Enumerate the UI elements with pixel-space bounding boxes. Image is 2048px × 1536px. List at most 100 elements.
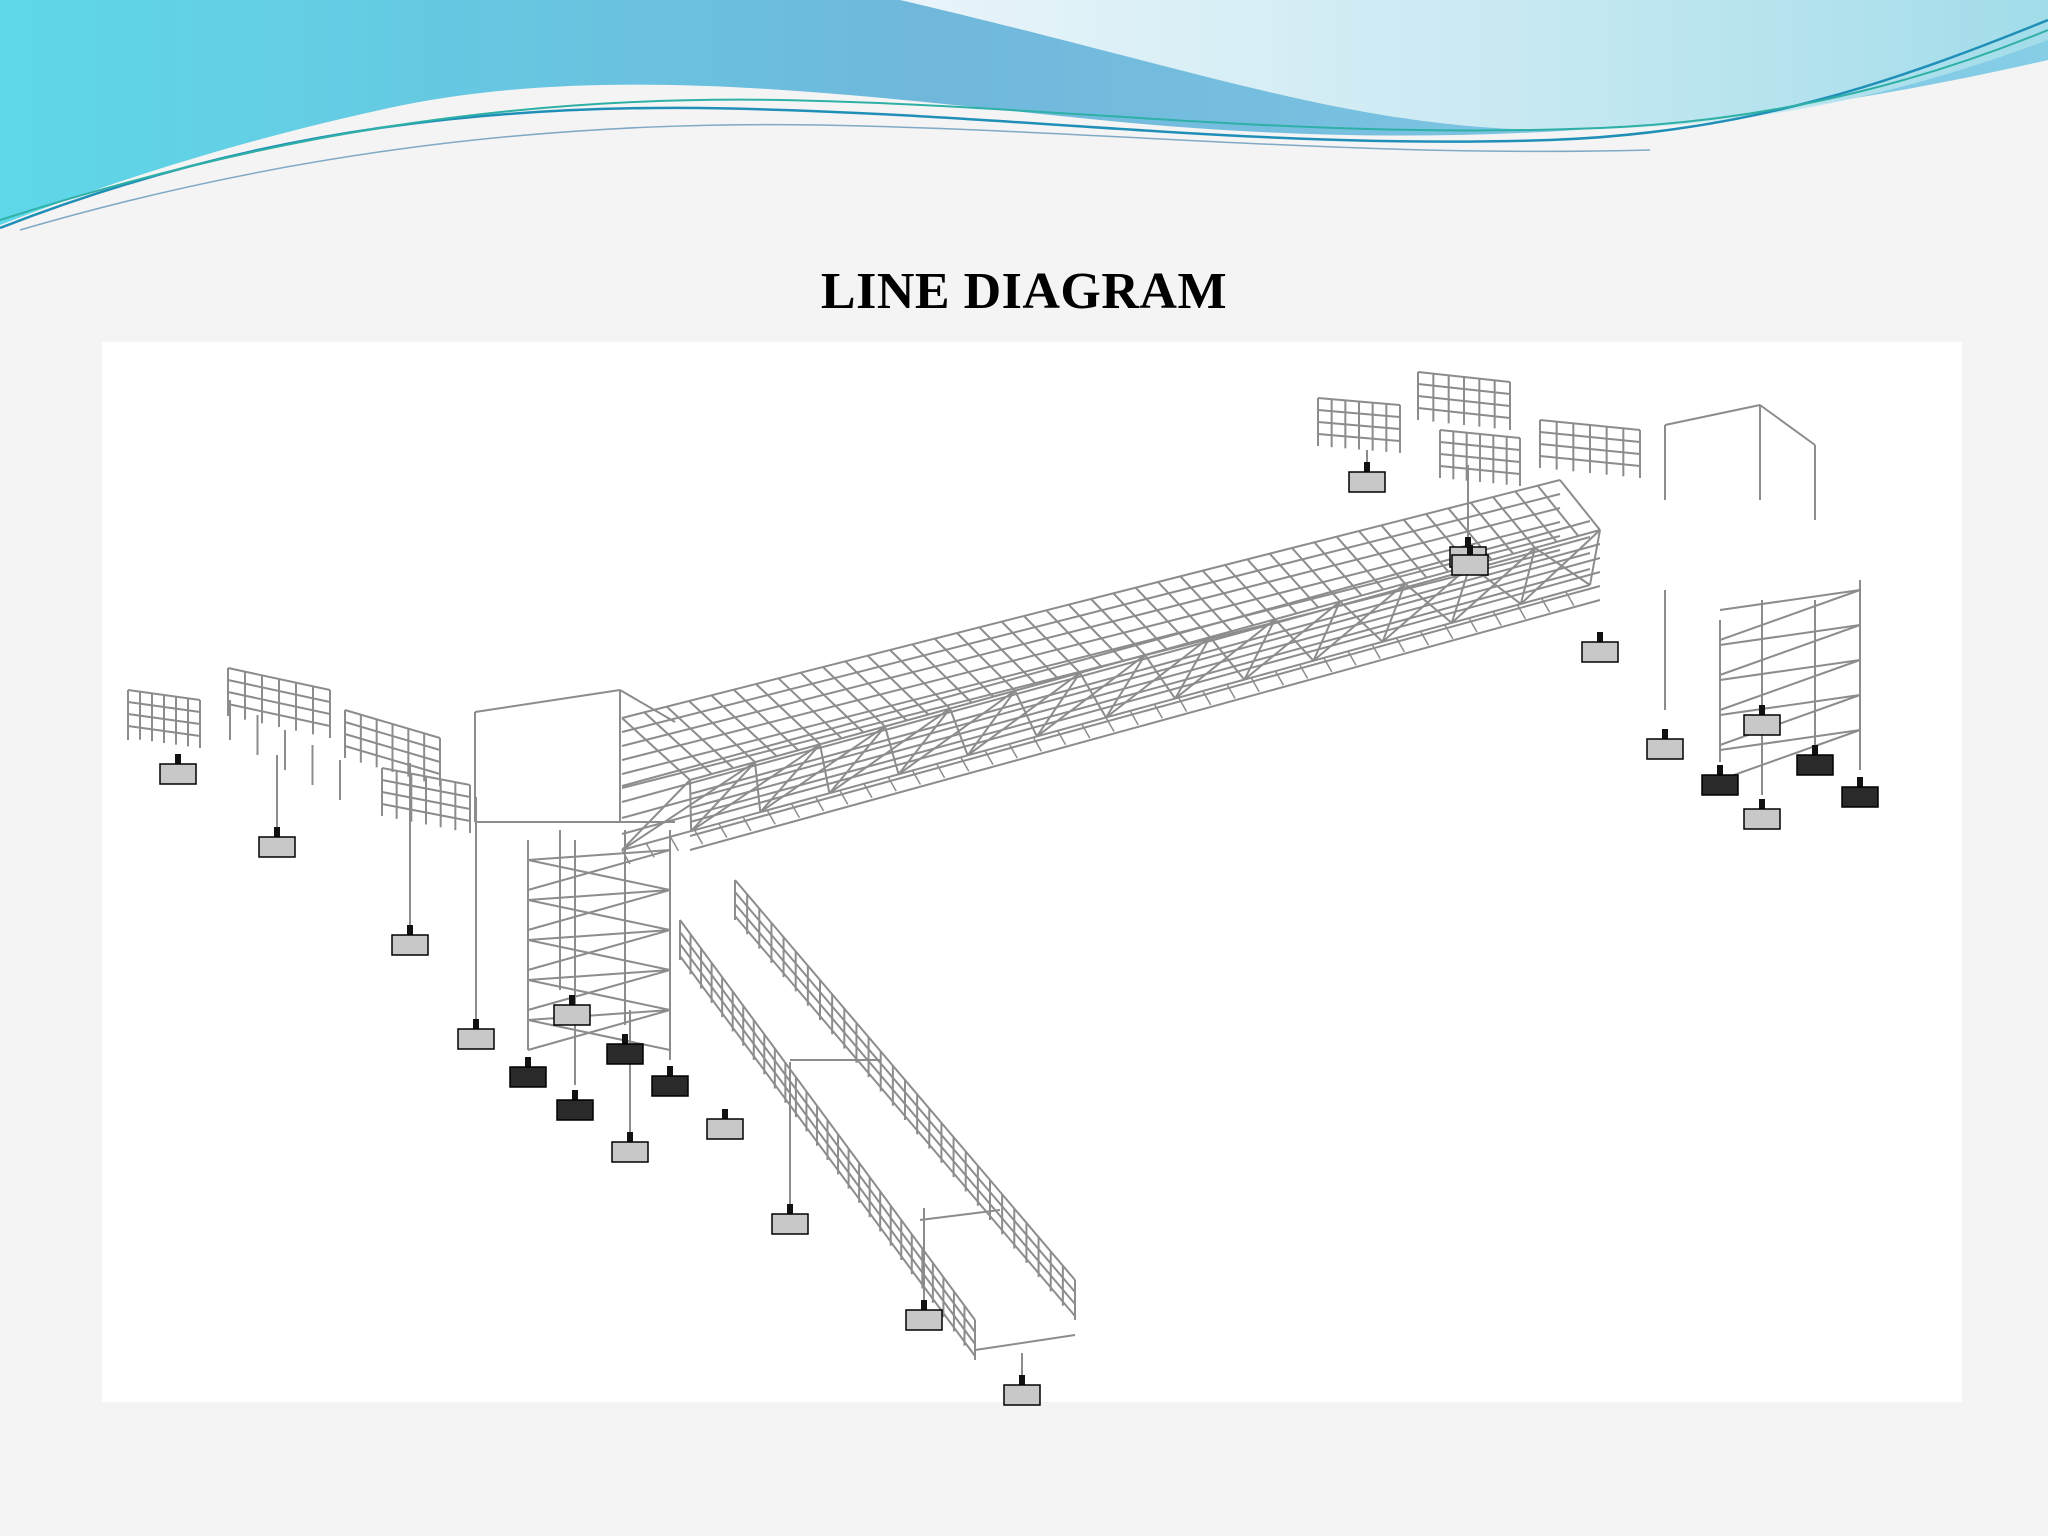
footing-12 xyxy=(771,1204,809,1235)
tower-right-brace xyxy=(1719,694,1861,746)
truss-vertical xyxy=(1174,636,1211,700)
deck-hanger xyxy=(960,756,970,772)
footing-7 xyxy=(553,995,591,1026)
truss-diagonal xyxy=(1243,600,1341,681)
footing-2 xyxy=(258,827,296,858)
footing-pad xyxy=(553,1004,591,1026)
deck-hanger xyxy=(1008,743,1018,759)
tower-left-brace xyxy=(527,969,671,981)
footing-pad xyxy=(706,1118,744,1140)
footing-pad xyxy=(509,1066,547,1088)
footing-10 xyxy=(611,1132,649,1163)
deck-cross-beam xyxy=(665,705,735,769)
deck-cross-beam xyxy=(1224,564,1276,620)
deck-cross-beam xyxy=(688,700,756,763)
tower-left-brace xyxy=(527,929,671,971)
stair-landing xyxy=(919,1209,1001,1221)
truss-diagonal xyxy=(828,707,951,795)
deck-hanger xyxy=(863,783,873,799)
deck-cross-beam xyxy=(933,637,995,698)
truss-vertical xyxy=(690,761,756,832)
truss-diagonal xyxy=(1534,547,1591,586)
truss-vertical xyxy=(1105,654,1146,719)
deck-hanger xyxy=(1298,664,1309,679)
footing-8 xyxy=(606,1034,644,1065)
deck-hanger xyxy=(1202,690,1212,706)
footing-23 xyxy=(1841,777,1879,808)
footing-pad xyxy=(1743,714,1781,736)
deck-cross-beam xyxy=(1514,490,1558,543)
footing-stem xyxy=(1759,799,1765,809)
deck-hanger xyxy=(718,823,728,838)
deck-cross-beam xyxy=(844,660,908,722)
deck-hanger xyxy=(1323,657,1333,673)
deck-cross-beam xyxy=(710,694,778,757)
deck-cross-beam xyxy=(1201,569,1255,626)
deck-cross-beam xyxy=(1335,536,1385,591)
deck-cross-beam xyxy=(1090,598,1146,656)
footing-pad xyxy=(1743,808,1781,830)
deck-hanger xyxy=(984,750,994,765)
footing-stem xyxy=(274,827,280,837)
footing-stem xyxy=(1812,745,1818,755)
footing-11 xyxy=(706,1109,744,1140)
deck-hanger xyxy=(693,829,704,845)
deck-hanger xyxy=(1056,730,1067,746)
footing-stem xyxy=(1759,705,1765,715)
truss-diagonal xyxy=(1451,547,1536,624)
stair-landing xyxy=(974,1334,1076,1351)
tower-left-top xyxy=(474,689,621,713)
footing-18 xyxy=(1646,729,1684,760)
truss-top-chord xyxy=(621,493,1561,733)
footing-stem xyxy=(1019,1375,1025,1385)
deck-hanger xyxy=(1565,591,1575,606)
deck-hanger xyxy=(1347,650,1357,666)
deck-hanger xyxy=(1105,717,1115,732)
footing-stem xyxy=(525,1057,531,1067)
truss-diagonal xyxy=(759,725,886,813)
structure-frame xyxy=(127,371,1861,1383)
footing-13 xyxy=(905,1300,943,1331)
wave-line-2 xyxy=(0,29,2048,221)
deck-hanger xyxy=(1444,624,1454,640)
footing-stem xyxy=(627,1132,633,1142)
deck-cross-beam xyxy=(1000,620,1060,680)
deck-cross-beam xyxy=(1291,547,1341,603)
footing-5 xyxy=(509,1057,547,1088)
deck-hanger xyxy=(1129,710,1139,726)
tower-right-top xyxy=(1664,404,1761,426)
deck-cross-beam xyxy=(1134,586,1190,644)
tower-left-brace xyxy=(527,889,671,901)
footing-pad xyxy=(1701,774,1739,796)
footing-stem xyxy=(921,1300,927,1310)
truss-vertical xyxy=(966,690,1016,756)
footing-stem xyxy=(722,1109,728,1119)
footing-pad xyxy=(905,1309,943,1331)
deck-cross-beam xyxy=(755,683,821,746)
footing-1 xyxy=(159,754,197,785)
truss-vertical xyxy=(1243,618,1276,681)
deck-cross-beam xyxy=(822,666,886,728)
deck-cross-beam xyxy=(1157,581,1211,638)
truss-bottom-chord xyxy=(621,520,1591,787)
deck-hanger xyxy=(887,776,897,792)
truss-diagonal xyxy=(967,672,1081,757)
truss-vertical xyxy=(1381,583,1406,643)
tower-left-brace xyxy=(527,1009,671,1051)
tower-left-brace xyxy=(527,979,671,1011)
footing-pad xyxy=(391,934,429,956)
footing-stem xyxy=(1857,777,1863,787)
footing-pad xyxy=(1796,754,1834,776)
wave-banner xyxy=(0,0,2048,231)
footing-stem xyxy=(1717,765,1723,775)
deck-hanger xyxy=(1274,670,1285,686)
tower-left-brace xyxy=(527,899,671,931)
deck-hanger xyxy=(1419,631,1430,646)
deck-cross-beam xyxy=(777,677,843,740)
truss-vertical xyxy=(828,725,886,794)
footing-pad xyxy=(258,836,296,858)
deck-cross-beam xyxy=(1380,524,1428,579)
tower-right-brace xyxy=(1719,729,1861,751)
footing-3 xyxy=(391,925,429,956)
